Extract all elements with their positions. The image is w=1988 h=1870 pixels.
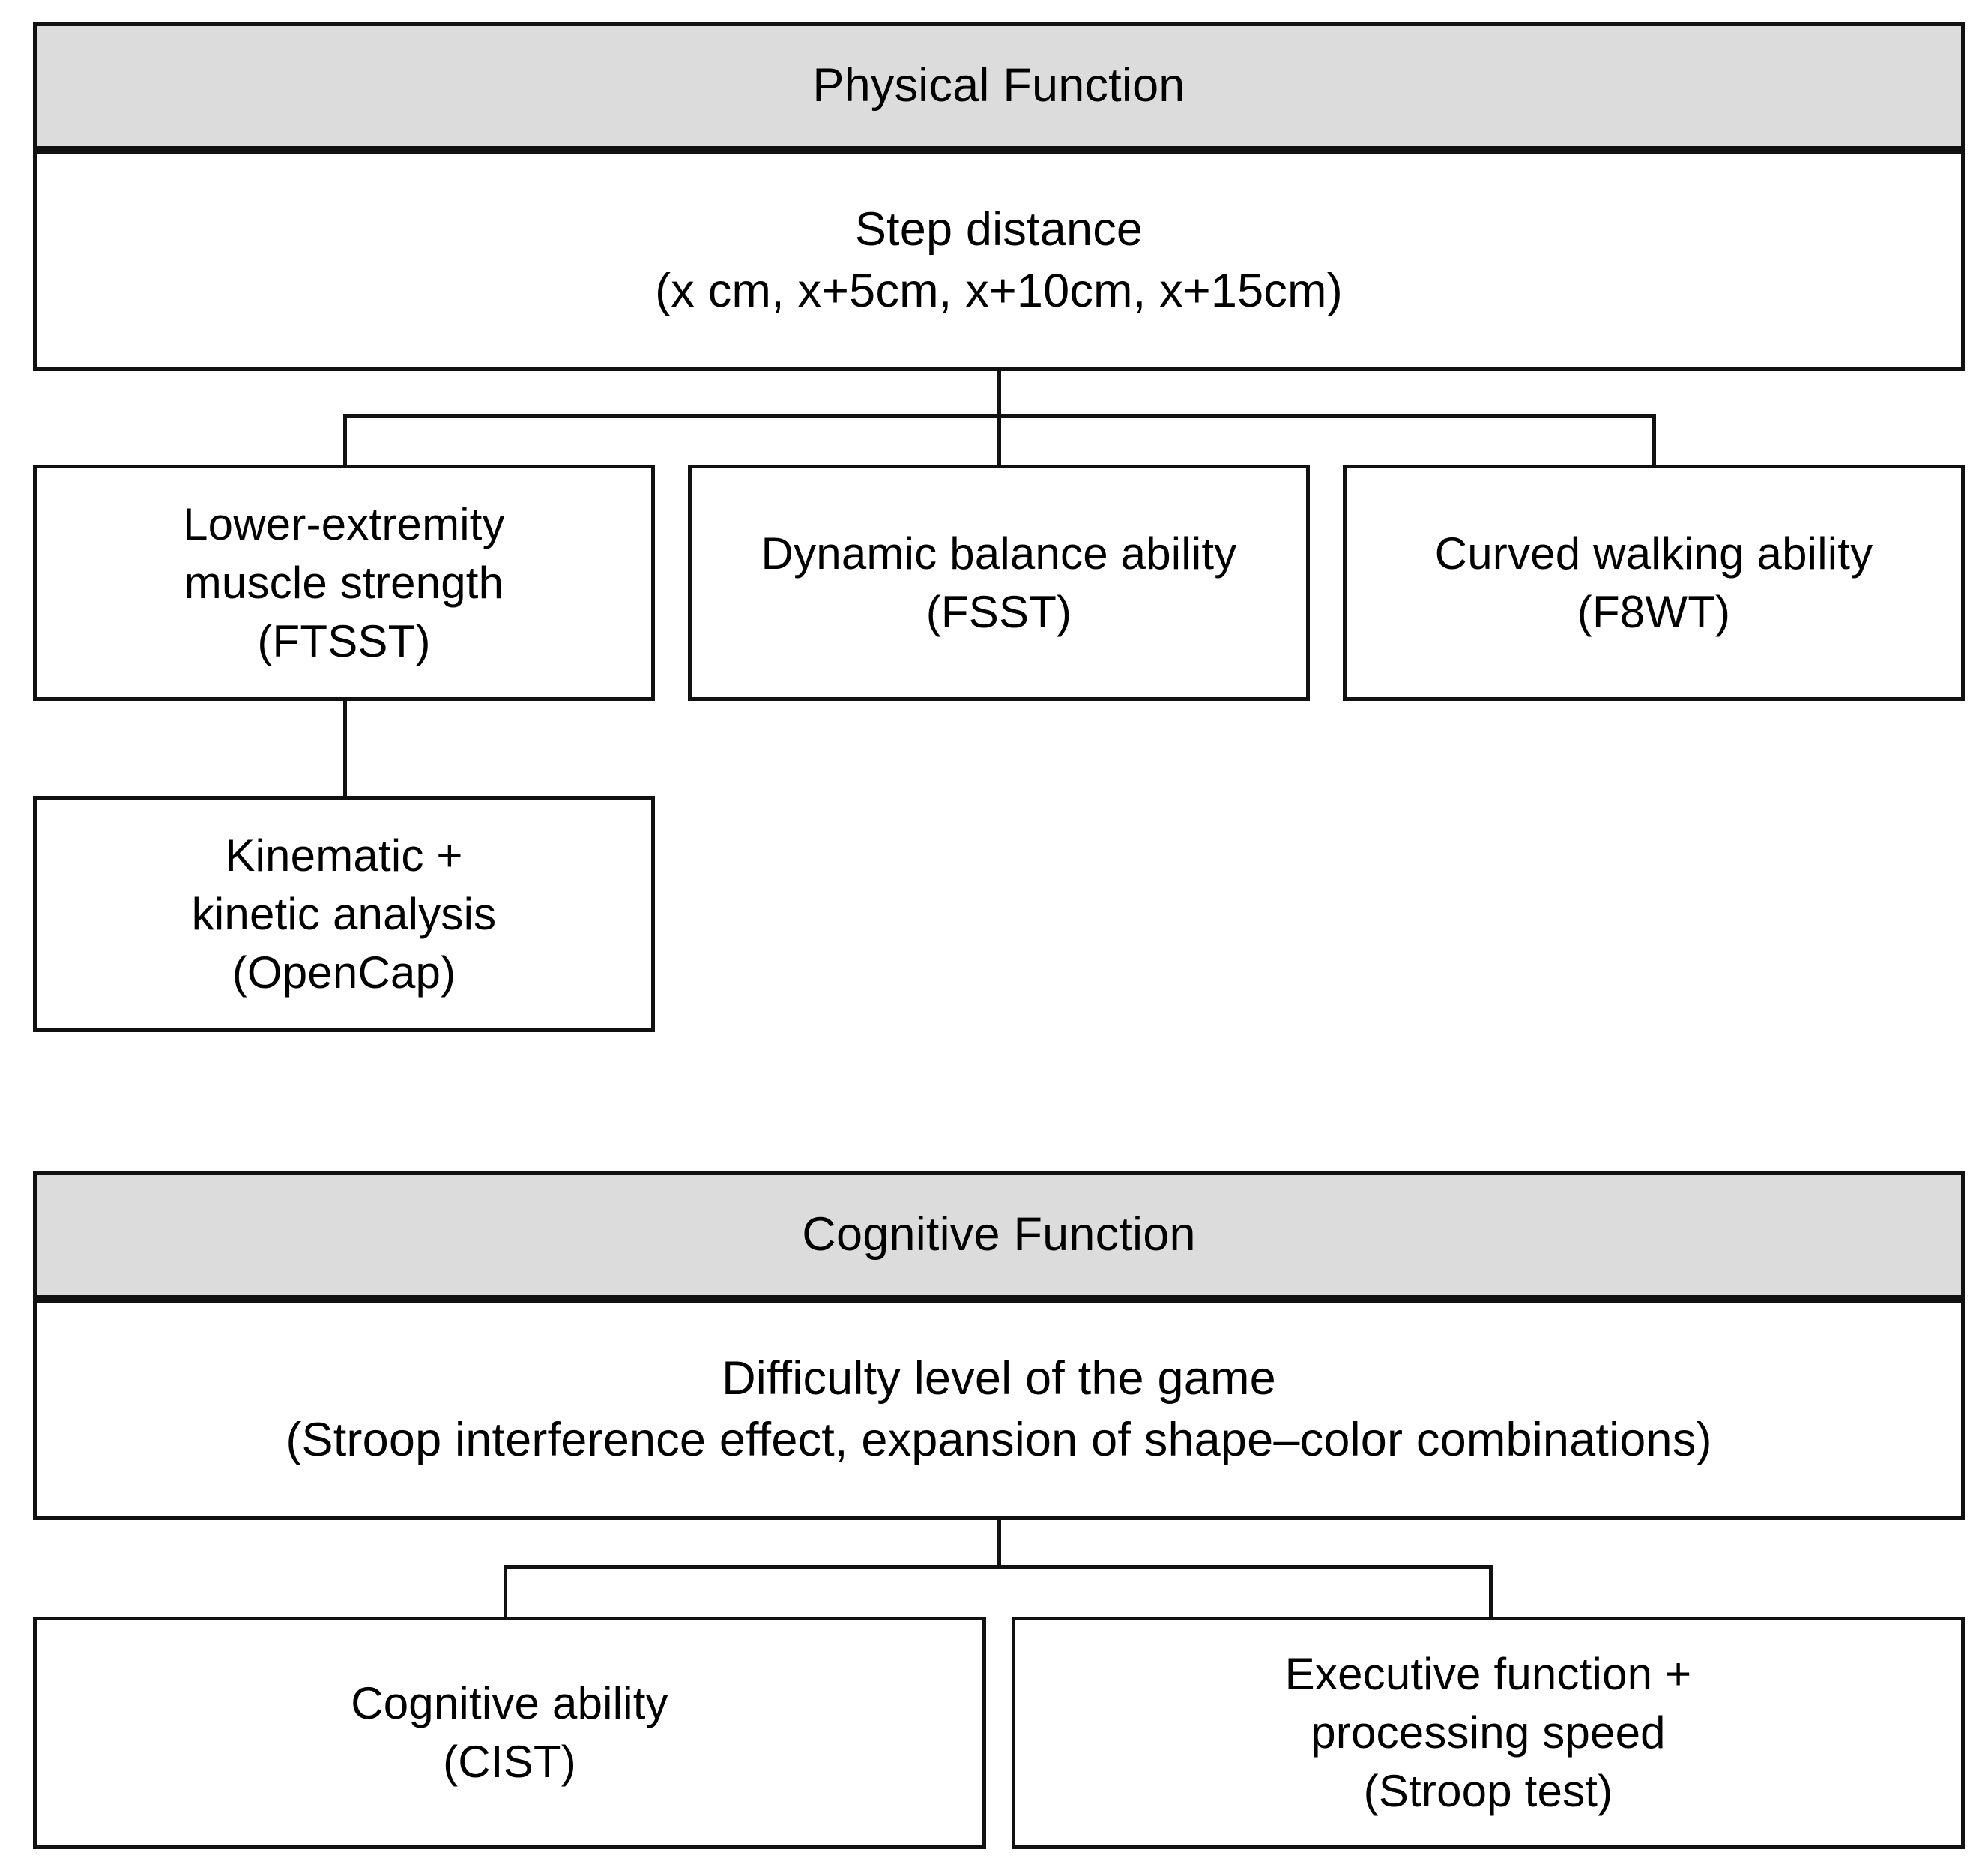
node-lower-extremity-muscle-strength: Lower-extremity muscle strength (FTSST): [33, 465, 655, 701]
node-difficulty-level-of-the-game-label: Difficulty level of the game (Stroop int…: [285, 1351, 1712, 1466]
section-header-cognitive-function-label: Cognitive Function: [802, 1208, 1196, 1261]
node-executive-function-processing-speed-label: Executive function + processing speed (S…: [1284, 1649, 1692, 1816]
connector-physical-drop-middle: [997, 414, 1001, 467]
section-header-physical-function: Physical Function: [33, 22, 1965, 150]
section-header-physical-function-label: Physical Function: [812, 59, 1185, 112]
connector-ftsst-to-opencap: [343, 701, 347, 798]
node-dynamic-balance-ability: Dynamic balance ability (FSST): [688, 465, 1310, 701]
node-dynamic-balance-ability-label: Dynamic balance ability (FSST): [761, 528, 1237, 637]
node-difficulty-level-of-the-game: Difficulty level of the game (Stroop int…: [33, 1299, 1965, 1520]
node-lower-extremity-muscle-strength-label: Lower-extremity muscle strength (FTSST): [183, 498, 505, 666]
node-kinematic-kinetic-analysis-label: Kinematic + kinetic analysis (OpenCap): [191, 830, 497, 998]
section-header-cognitive-function: Cognitive Function: [33, 1171, 1965, 1299]
node-cognitive-ability: Cognitive ability (CIST): [33, 1617, 986, 1849]
node-curved-walking-ability: Curved walking ability (F8WT): [1343, 465, 1965, 701]
connector-cognitive-branch-bar: [504, 1565, 1493, 1569]
connector-physical-drop-right: [1652, 414, 1656, 467]
node-cognitive-ability-label: Cognitive ability (CIST): [351, 1678, 668, 1787]
connector-cognitive-drop-left: [504, 1565, 507, 1619]
node-curved-walking-ability-label: Curved walking ability (F8WT): [1434, 528, 1873, 637]
connector-physical-drop-left: [343, 414, 347, 467]
node-executive-function-processing-speed: Executive function + processing speed (S…: [1012, 1617, 1965, 1849]
node-step-distance-label: Step distance (x cm, x+5cm, x+10cm, x+15…: [655, 202, 1343, 317]
node-kinematic-kinetic-analysis: Kinematic + kinetic analysis (OpenCap): [33, 796, 655, 1032]
connector-physical-stem: [997, 371, 1001, 416]
connector-cognitive-drop-right: [1489, 1565, 1493, 1619]
connector-cognitive-stem: [997, 1520, 1001, 1566]
node-step-distance: Step distance (x cm, x+5cm, x+10cm, x+15…: [33, 150, 1965, 371]
